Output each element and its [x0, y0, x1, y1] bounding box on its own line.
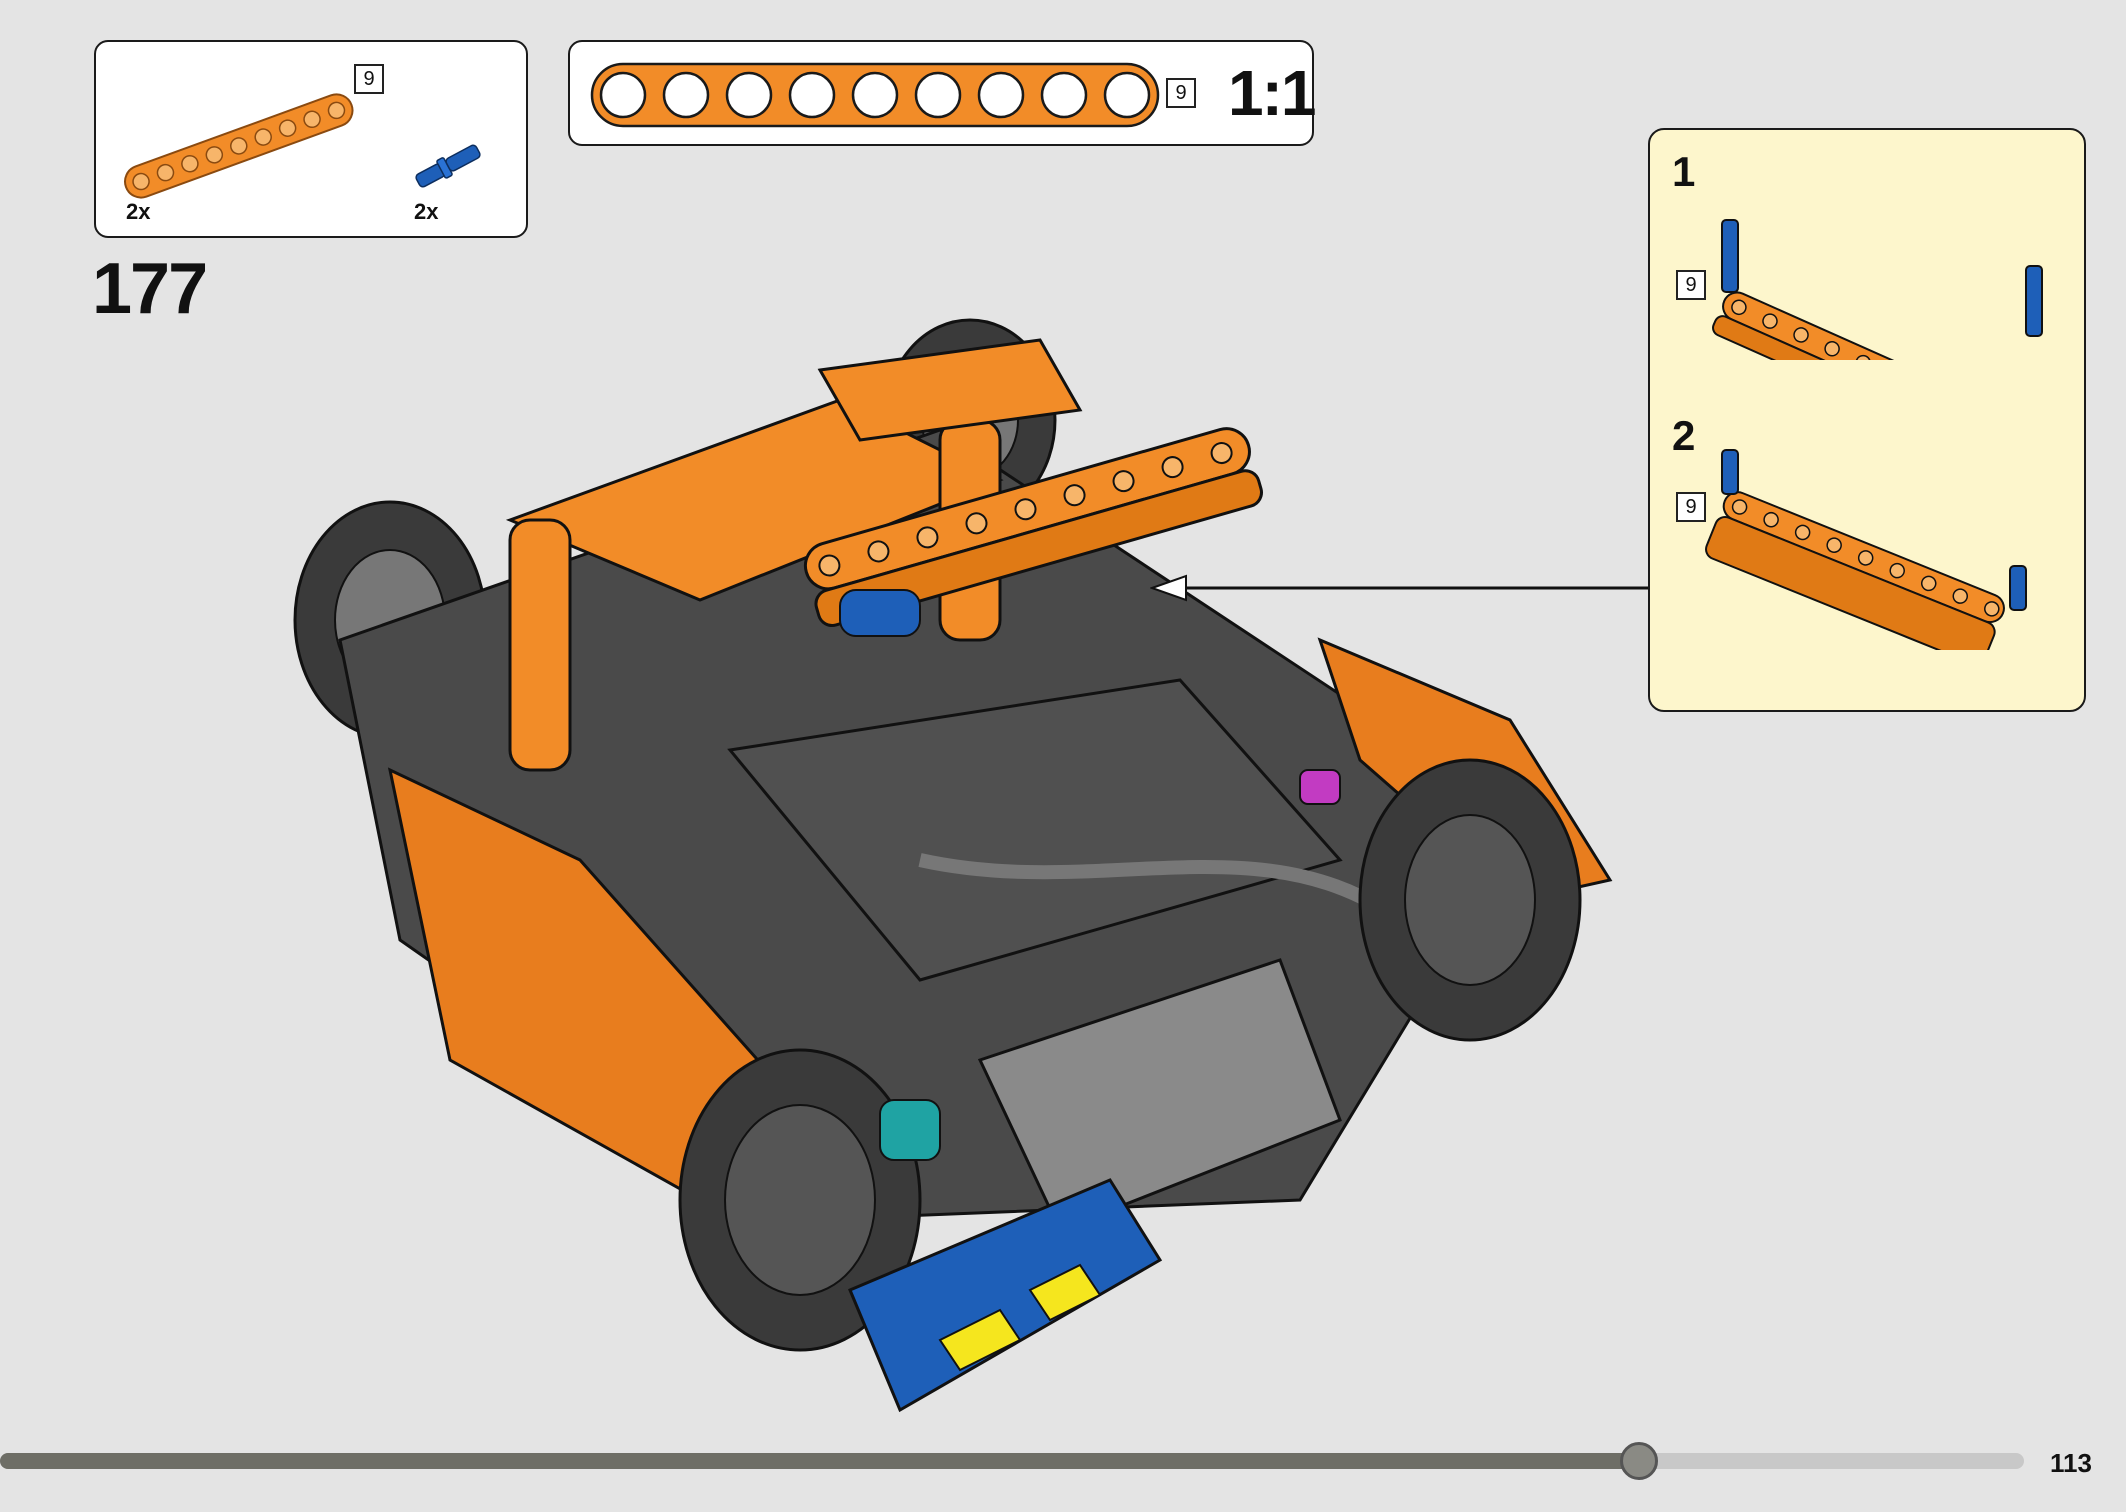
- progress-fill: [0, 1453, 1640, 1469]
- progress-track: [0, 1453, 2024, 1469]
- scale-reference-box: 9: [568, 40, 1314, 146]
- teal-part: [879, 1099, 941, 1161]
- wheel-front-right: [1358, 758, 1582, 1042]
- bumper-stripe: [938, 1308, 1022, 1372]
- blue-pin: [1721, 449, 1739, 495]
- progress-marker: [1620, 1442, 1659, 1480]
- sub-assembly-callout: 1 9 2 9: [1648, 128, 2086, 712]
- part-quantity: 2x: [126, 199, 151, 224]
- roll-cage: [505, 338, 1083, 772]
- sub-step-1-image: [1712, 219, 2043, 360]
- blue-pin: [1721, 219, 1739, 293]
- placement-arrow: [1150, 574, 1648, 602]
- orange-beam-part-image: [124, 93, 481, 199]
- motor: [977, 958, 1342, 1232]
- placed-beam: [803, 427, 1263, 628]
- step-number: 177: [92, 249, 208, 329]
- front-bumper: [848, 1178, 1163, 1413]
- blue-pin-part-image: [415, 144, 481, 188]
- parts-list-box: 9 2x 2x: [94, 40, 528, 238]
- sub-step-2-image: [1705, 449, 2027, 650]
- wheel-front-left: [678, 1048, 922, 1352]
- sub-step-size-label: 9: [1676, 492, 1706, 522]
- magenta-part: [1299, 769, 1341, 805]
- blue-pin: [2025, 265, 2043, 337]
- sub-step-number: 2: [1672, 412, 1696, 459]
- blue-part: [839, 589, 921, 637]
- page-number: 113: [2050, 1448, 2092, 1478]
- scale-label: 1:1: [1228, 57, 1316, 129]
- blue-pin: [2009, 565, 2027, 611]
- scale-size-label: 9: [1166, 78, 1196, 108]
- bumper-stripe: [1028, 1263, 1102, 1322]
- part-quantity: 2x: [414, 199, 439, 224]
- model-illustration: [293, 318, 1613, 1413]
- cable: [918, 853, 1405, 926]
- battery-box: [727, 678, 1343, 982]
- sub-step-size-label: 9: [1676, 270, 1706, 300]
- sub-step-number: 1: [1672, 148, 1696, 195]
- part-size-label: 9: [354, 64, 384, 94]
- beam-scale-image: [590, 62, 1160, 128]
